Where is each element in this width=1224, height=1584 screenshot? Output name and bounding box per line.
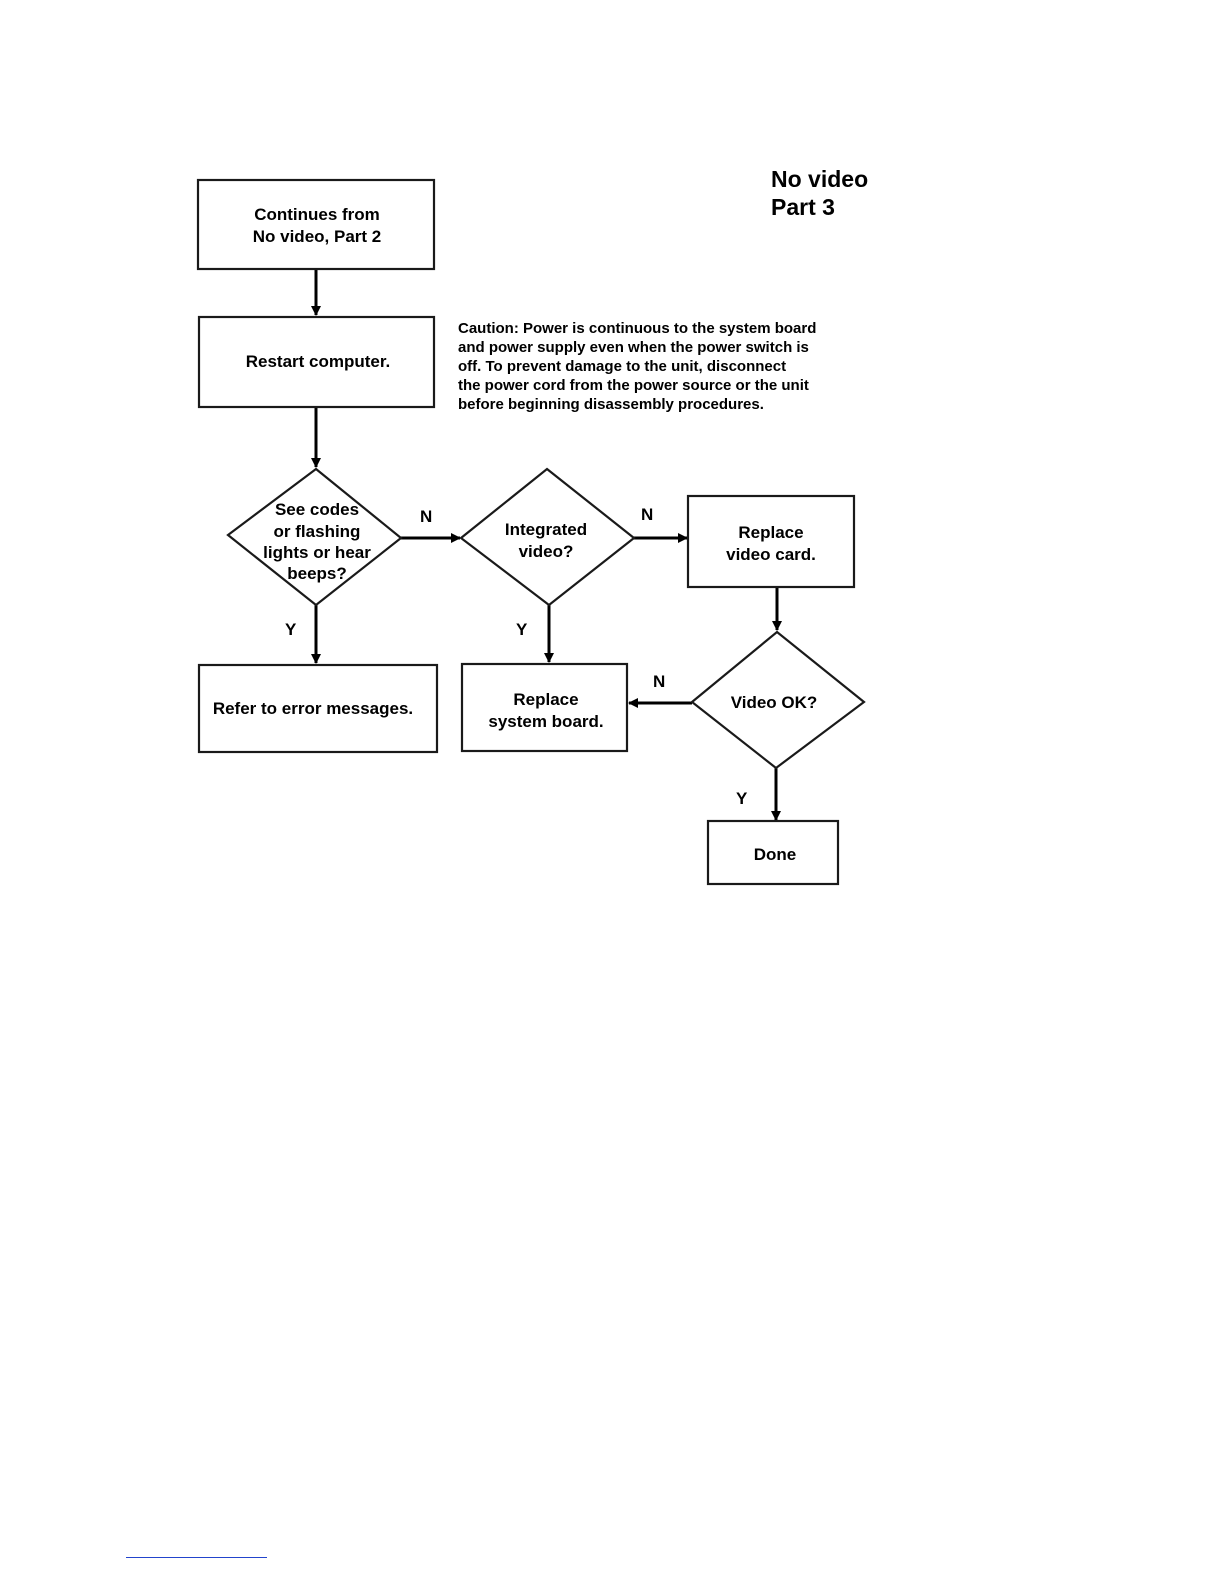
node-codes-line-3: lights or hear bbox=[263, 543, 371, 562]
node-continues: Continues from No video, Part 2 bbox=[196, 178, 436, 271]
node-codes-line-1: See codes bbox=[275, 500, 359, 519]
node-replace-card: Replace video card. bbox=[686, 494, 856, 589]
caution-line-3: off. To prevent damage to the unit, disc… bbox=[458, 358, 786, 375]
node-codes-line-2: or flashing bbox=[274, 522, 361, 541]
diagram-title-line-2: Part 3 bbox=[771, 194, 835, 220]
node-integrated-line-1: Integrated bbox=[505, 520, 587, 539]
node-continues-line-1: Continues from bbox=[254, 205, 380, 224]
node-codes: See codes or flashing lights or hear bee… bbox=[226, 467, 403, 607]
node-replace-board-line-1: Replace bbox=[513, 690, 578, 709]
edge-label-video-ok-n: N bbox=[653, 672, 665, 691]
edge-label-codes-n: N bbox=[420, 507, 432, 526]
node-restart-line-1: Restart computer. bbox=[246, 352, 391, 371]
edge-label-integrated-n: N bbox=[641, 505, 653, 524]
node-video-ok: Video OK? bbox=[690, 630, 866, 770]
node-replace-card-line-1: Replace bbox=[738, 523, 803, 542]
node-codes-line-4: beeps? bbox=[287, 564, 347, 583]
footer-rule bbox=[126, 1557, 267, 1558]
node-refer: Refer to error messages. bbox=[197, 663, 439, 754]
caution-line-1: Caution: Power is continuous to the syst… bbox=[458, 320, 816, 337]
node-done-line-1: Done bbox=[754, 845, 797, 864]
node-done: Done bbox=[706, 819, 840, 886]
diagram-title-line-1: No video bbox=[771, 166, 868, 192]
node-refer-line-1: Refer to error messages. bbox=[213, 699, 413, 718]
node-replace-card-line-2: video card. bbox=[726, 545, 816, 564]
caution-line-5: before beginning disassembly procedures. bbox=[458, 396, 764, 413]
edge-label-integrated-y: Y bbox=[516, 620, 528, 639]
node-integrated-line-2: video? bbox=[519, 542, 574, 561]
node-restart: Restart computer. bbox=[197, 315, 436, 409]
caution-line-4: the power cord from the power source or … bbox=[458, 377, 809, 394]
edge-label-video-ok-y: Y bbox=[736, 789, 748, 808]
node-replace-board-line-2: system board. bbox=[488, 712, 603, 731]
node-continues-line-2: No video, Part 2 bbox=[253, 227, 381, 246]
node-integrated: Integrated video? bbox=[459, 467, 636, 607]
edge-label-codes-y: Y bbox=[285, 620, 297, 639]
node-video-ok-line-1: Video OK? bbox=[731, 693, 818, 712]
caution-line-2: and power supply even when the power swi… bbox=[458, 339, 809, 356]
node-replace-board: Replace system board. bbox=[460, 662, 629, 753]
